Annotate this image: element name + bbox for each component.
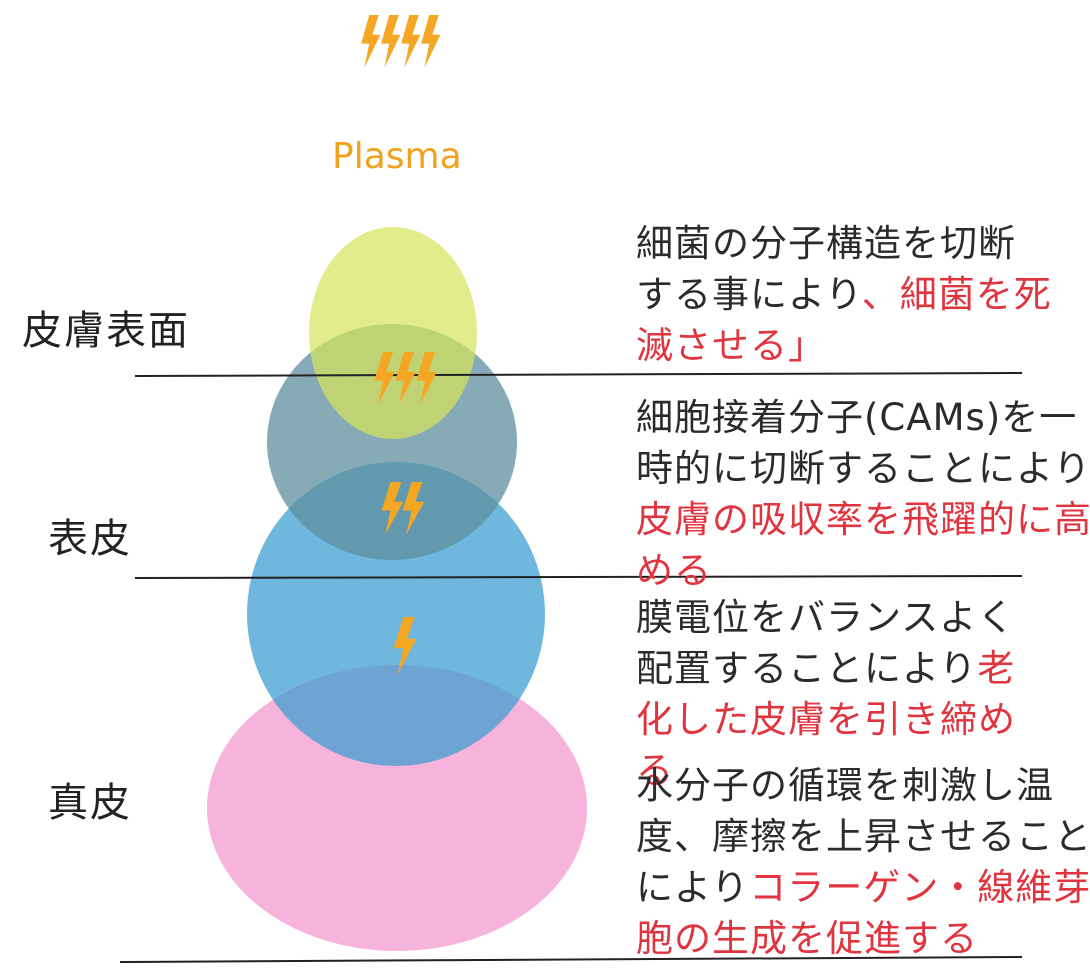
text-segment: する事により — [636, 273, 862, 316]
description-line: 細菌の分子構造を切断 — [636, 218, 1052, 269]
description-tightening: 膜電位をバランスよく 配置することにより老 化した皮膚を引き締め る — [636, 592, 1016, 796]
description-line: 度、摩擦を上昇させること — [636, 811, 1090, 862]
text-segment: 膜電位をバランスよく — [636, 596, 1016, 639]
description-line: 皮膚の吸収率を飛躍的に高 — [636, 494, 1090, 545]
highlight-segment: 化した皮膚を引き締め — [636, 698, 1016, 741]
description-line: 化した皮膚を引き締め — [636, 694, 1016, 745]
layer-label-dermis: 真皮 — [48, 780, 132, 826]
highlight-segment: める — [636, 549, 712, 592]
description-line: 膜電位をバランスよく — [636, 592, 1016, 643]
text-segment: 水分子の循環を刺激し温 — [636, 764, 1054, 807]
layer-label-epidermis: 表皮 — [48, 516, 132, 562]
text-segment: 配置することにより — [636, 647, 978, 690]
surface-circle — [309, 227, 477, 439]
lightning-icon — [381, 15, 401, 68]
highlight-segment: 胞の生成を促進する — [636, 917, 978, 960]
highlight-segment: 滅させる」 — [636, 324, 826, 367]
text-segment: 時的に切断することにより、 — [636, 447, 1090, 490]
text-segment: 細菌の分子構造を切断 — [636, 222, 1016, 265]
description-line: 胞の生成を促進する — [636, 913, 1090, 964]
description-line: める — [636, 545, 1090, 596]
lightning-icon — [401, 15, 421, 68]
plasma-label: Plasma — [332, 136, 462, 177]
divider-line-dermis — [119, 956, 1023, 963]
description-line: 滅させる」 — [636, 320, 1052, 371]
text-segment: 細胞接着分子(CAMs)を一 — [636, 396, 1078, 439]
divider-line-epidermis — [134, 575, 1023, 579]
description-line: 配置することにより老 — [636, 643, 1016, 694]
text-segment: により — [636, 866, 750, 909]
highlight-segment: る — [636, 749, 674, 792]
lightning-icon — [361, 15, 381, 68]
description-line: 水分子の循環を刺激し温 — [636, 760, 1090, 811]
highlight-segment: コラーゲン・線維芽細 — [749, 866, 1090, 909]
text-segment: 度、摩擦を上昇させること — [636, 815, 1090, 858]
dermis-lower-circle — [207, 665, 587, 951]
description-sterilization: 細菌の分子構造を切断 する事により、細菌を死 滅させる」 — [636, 218, 1052, 371]
description-collagen: 水分子の循環を刺激し温 度、摩擦を上昇させること によりコラーゲン・線維芽細 胞… — [636, 760, 1090, 964]
description-line: る — [636, 745, 1016, 796]
description-line: によりコラーゲン・線維芽細 — [636, 862, 1090, 913]
plasma-bolts-top — [361, 15, 441, 68]
highlight-segment: 老 — [977, 647, 1016, 690]
lightning-icon — [421, 15, 441, 68]
description-line: する事により、細菌を死 — [636, 269, 1052, 320]
description-line: 細胞接着分子(CAMs)を一 — [636, 392, 1090, 443]
divider-line-surface — [134, 372, 1023, 377]
description-absorption: 細胞接着分子(CAMs)を一 時的に切断することにより、 皮膚の吸収率を飛躍的に… — [636, 392, 1090, 596]
highlight-segment: 皮膚の吸収率を飛躍的に高 — [636, 498, 1090, 541]
layer-label-surface: 皮膚表面 — [22, 308, 190, 354]
highlight-segment: 、細菌を死 — [861, 273, 1052, 316]
description-line: 時的に切断することにより、 — [636, 443, 1090, 494]
